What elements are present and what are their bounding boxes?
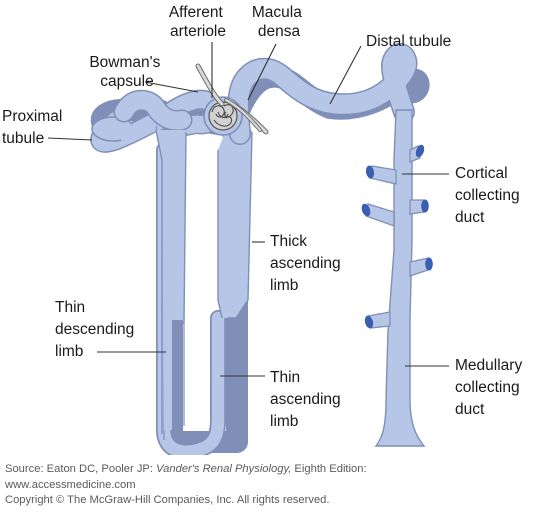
copyright-line: Copyright © The McGraw-Hill Companies, I… [5,494,330,506]
label-thick-ascending-limb: Thick ascending limb [270,233,345,294]
source-credit: Source: Eaton DC, Pooler JP: Vander's Re… [5,462,533,509]
book-title: Vander's Renal Physiology, [156,463,292,475]
arterioles [195,63,269,135]
label-macula-densa: Macula densa [252,4,306,40]
label-distal-tubule: Distal tubule [366,33,451,50]
source-line: Source: Eaton DC, Pooler JP: Vander's Re… [5,463,367,475]
label-thin-descending-limb: Thin descending limb [55,299,139,360]
label-medullary-collecting-duct: Medullary collecting duct [455,357,527,418]
nephron-diagram: Afferent arteriole Macula densa Distal t… [2,4,527,455]
label-bowmans-capsule: Bowman's capsule [89,54,164,90]
label-proximal-tubule: Proximal tubule [2,108,67,147]
collecting-duct [374,109,426,447]
thick-ascending-limb [218,130,252,318]
label-thin-ascending-limb: Thin ascending limb [270,369,345,430]
website-link[interactable]: www.accessmedicine.com [5,478,136,491]
leader-lines [47,42,449,377]
label-cortical-collecting-duct: Cortical collecting duct [455,165,524,226]
collecting-duct-openings [361,144,433,329]
label-afferent-arteriole: Afferent arteriole [169,4,227,40]
